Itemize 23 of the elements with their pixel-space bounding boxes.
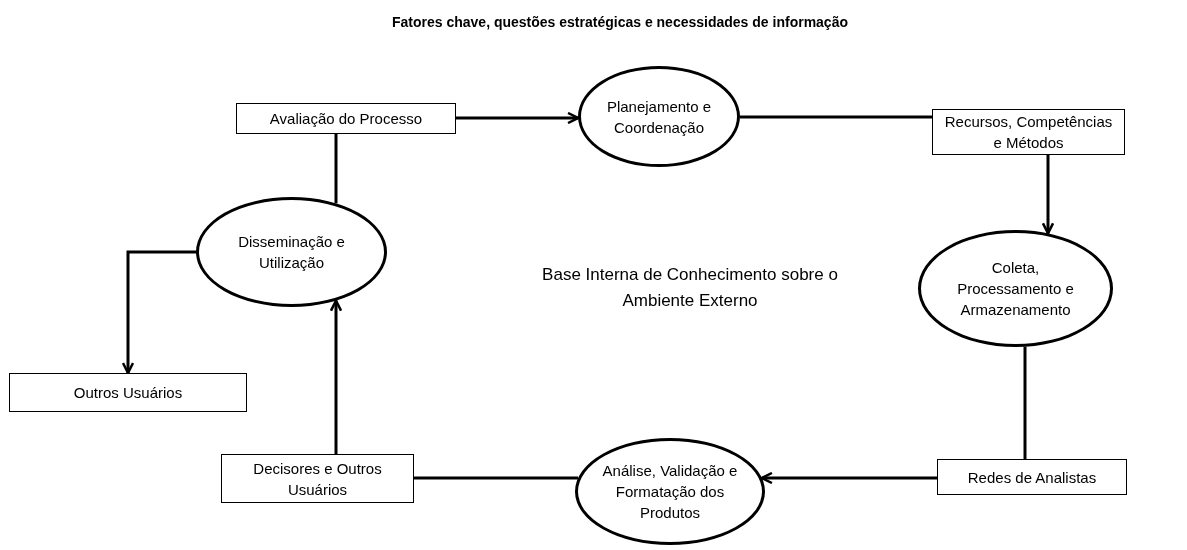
node-label: Planejamento e Coordenação bbox=[605, 96, 713, 138]
process-box bbox=[221, 454, 414, 503]
node-label: Decisores e Outros Usuários bbox=[252, 458, 383, 500]
process-box bbox=[236, 103, 456, 134]
node-label: Outros Usuários bbox=[73, 383, 183, 403]
connector-line bbox=[1023, 346, 1027, 459]
connector-line bbox=[334, 134, 338, 204]
arrow bbox=[121, 250, 196, 375]
diagram-title: Fatores chave, questões estratégicas e necessidades de informação bbox=[391, 14, 849, 30]
node-label: Análise, Validação e Formatação dos Produtos bbox=[601, 461, 739, 523]
node-label: Disseminação e Utilização bbox=[237, 232, 346, 273]
connector-line bbox=[740, 115, 932, 119]
node-label: Redes de Analistas bbox=[967, 467, 1097, 488]
process-box bbox=[937, 459, 1127, 495]
connector-line bbox=[414, 476, 579, 480]
arrow bbox=[456, 111, 580, 125]
node-label: Coleta, Processamento e Armazenamento bbox=[956, 258, 1075, 320]
node-label: Recursos, Competências e Métodos bbox=[943, 112, 1114, 153]
center-label: Base Interna de Conhecimento sobre o Ambiente Externo bbox=[541, 264, 839, 312]
process-box bbox=[9, 373, 247, 412]
node-label: Avaliação do Processo bbox=[269, 109, 423, 129]
arrow bbox=[329, 299, 343, 454]
process-box bbox=[932, 109, 1125, 155]
